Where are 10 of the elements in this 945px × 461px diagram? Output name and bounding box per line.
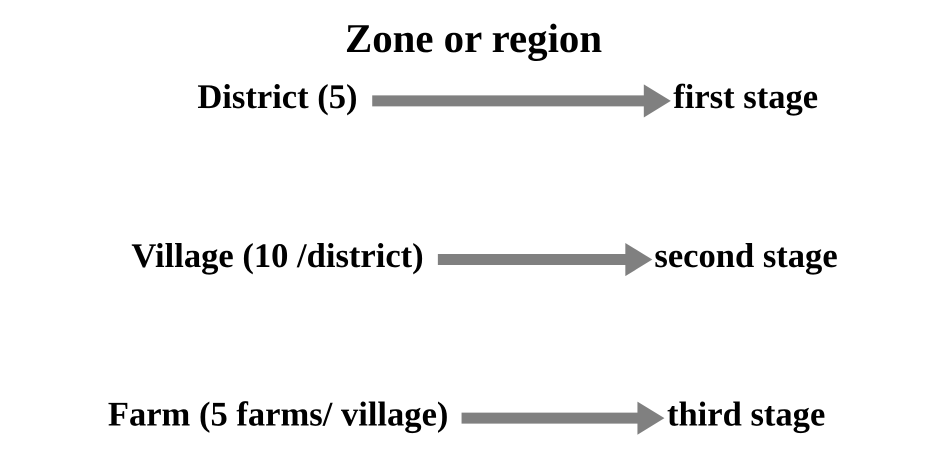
node-text: second stage: [654, 236, 838, 275]
node-text: third stage: [666, 395, 825, 434]
arrow: [372, 84, 670, 118]
arrow: [437, 243, 652, 276]
node-text: first stage: [672, 78, 818, 116]
arrow: [461, 402, 664, 435]
node-text: Farm (5 farms/ village): [107, 395, 448, 434]
node-text: District (5): [196, 78, 358, 116]
node-text: Village (10 /district): [130, 236, 424, 275]
diagram-title: Zone or region: [344, 16, 602, 61]
